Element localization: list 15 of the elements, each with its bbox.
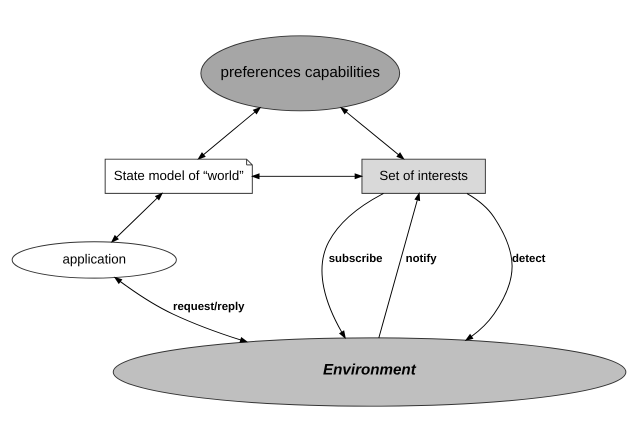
- arrow: [110, 192, 164, 243]
- arrow: [197, 106, 262, 160]
- node-box: Set of interests: [361, 158, 486, 194]
- arrow: [340, 106, 405, 160]
- arrow: [378, 192, 420, 338]
- arrow: [250, 172, 364, 179]
- edge-label: subscribe: [328, 252, 382, 264]
- node-ellipse: preferences capabilities: [200, 34, 400, 111]
- arrow: [464, 192, 513, 341]
- node-ellipse: application: [12, 240, 177, 278]
- edge-label: request/reply: [173, 300, 244, 312]
- arrow: [114, 276, 248, 342]
- edge-label: notify: [406, 252, 437, 264]
- arrow: [322, 192, 384, 339]
- edge-label: detect: [512, 252, 546, 264]
